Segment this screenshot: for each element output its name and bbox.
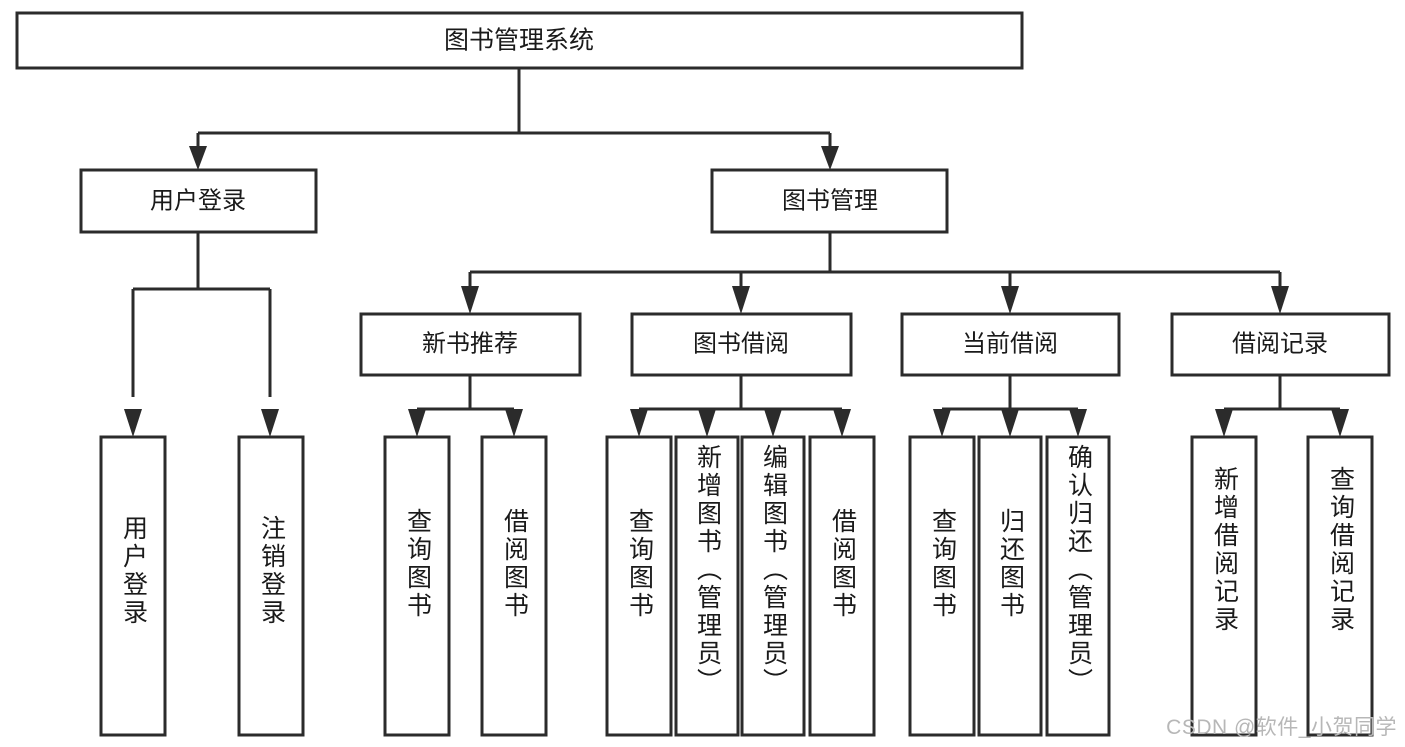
connector-borrowrecord-bus <box>1224 375 1340 411</box>
node-user-login-label: 用户登录 <box>150 187 246 214</box>
node-leaf-query-book-2-box[interactable] <box>605 435 673 737</box>
node-book-borrow-box[interactable] <box>630 312 853 377</box>
connector-bookmanage-bus <box>468 232 1282 290</box>
node-book-manage-box[interactable] <box>710 168 949 234</box>
arrowhead-borrow-record <box>1271 286 1289 314</box>
node-root-box[interactable] <box>15 11 1024 70</box>
arrowhead-leaf-edit-book <box>764 409 782 437</box>
node-book-borrow[interactable]: 图书借阅 <box>630 312 853 377</box>
arrowhead-leaf-return-book <box>1001 409 1019 437</box>
arrowhead-leaf-query-book-1 <box>408 409 426 437</box>
connector-layer <box>124 68 1349 437</box>
node-leaf-add-book-box[interactable] <box>674 435 740 737</box>
node-leaf-user-logout-box[interactable] <box>237 435 305 737</box>
node-new-book-recommend[interactable]: 新书推荐 <box>359 312 582 377</box>
node-leaf-edit-book-box[interactable] <box>740 435 806 737</box>
node-leaf-return-book-box[interactable] <box>977 435 1043 737</box>
node-new-book-recommend-label: 新书推荐 <box>422 330 518 357</box>
leaf-box-layer <box>99 435 1374 737</box>
node-new-book-recommend-box[interactable] <box>359 312 582 377</box>
node-borrow-record-label: 借阅记录 <box>1232 330 1328 357</box>
arrowhead-leaf-add-record <box>1215 409 1233 437</box>
connector-userlogin-bus <box>131 232 272 397</box>
arrowhead-book-borrow <box>732 286 750 314</box>
node-current-borrow[interactable]: 当前借阅 <box>900 312 1121 377</box>
node-root-label: 图书管理系统 <box>444 27 594 55</box>
connector-root-bus <box>196 68 832 152</box>
connector-newbook-bus <box>417 375 514 411</box>
node-leaf-add-record-box[interactable] <box>1190 435 1258 737</box>
connector-bookborrow-bus <box>639 375 842 411</box>
node-root[interactable]: 图书管理系统 <box>15 11 1024 70</box>
node-leaf-borrow-book-1-box[interactable] <box>480 435 548 737</box>
node-leaf-query-book-1-box[interactable] <box>383 435 451 737</box>
node-borrow-record[interactable]: 借阅记录 <box>1170 312 1391 377</box>
arrowhead-leaf-user-login <box>124 409 142 437</box>
arrowhead-leaf-query-book-2 <box>630 409 648 437</box>
node-leaf-confirm-return-box[interactable] <box>1045 435 1111 737</box>
node-leaf-query-book-3-box[interactable] <box>908 435 976 737</box>
connector-currentborrow-bus <box>942 375 1078 411</box>
arrowhead-leaf-add-book <box>698 409 716 437</box>
node-user-login-box[interactable] <box>79 168 318 234</box>
node-leaf-borrow-book-2-box[interactable] <box>808 435 876 737</box>
node-book-borrow-label: 图书借阅 <box>693 330 789 357</box>
arrowhead-user-login <box>189 146 207 170</box>
arrowhead-current-borrow <box>1001 286 1019 314</box>
node-borrow-record-box[interactable] <box>1170 312 1391 377</box>
node-user-login[interactable]: 用户登录 <box>79 168 318 234</box>
node-book-manage-label: 图书管理 <box>782 187 878 214</box>
node-leaf-user-login-box[interactable] <box>99 435 167 737</box>
node-book-manage[interactable]: 图书管理 <box>710 168 949 234</box>
arrowhead-leaf-borrow-book-1 <box>505 409 523 437</box>
node-leaf-query-record-box[interactable] <box>1306 435 1374 737</box>
arrowhead-leaf-user-logout <box>261 409 279 437</box>
watermark-text: CSDN @软件_小贺同学 <box>1166 716 1397 739</box>
arrowhead-leaf-query-record <box>1331 409 1349 437</box>
arrowhead-leaf-confirm-return <box>1069 409 1087 437</box>
arrowhead-new-book-recommend <box>461 286 479 314</box>
node-current-borrow-label: 当前借阅 <box>962 330 1058 357</box>
arrowhead-book-manage <box>821 146 839 170</box>
arrowhead-leaf-borrow-book-2 <box>833 409 851 437</box>
arrowhead-leaf-query-book-3 <box>933 409 951 437</box>
node-current-borrow-box[interactable] <box>900 312 1121 377</box>
